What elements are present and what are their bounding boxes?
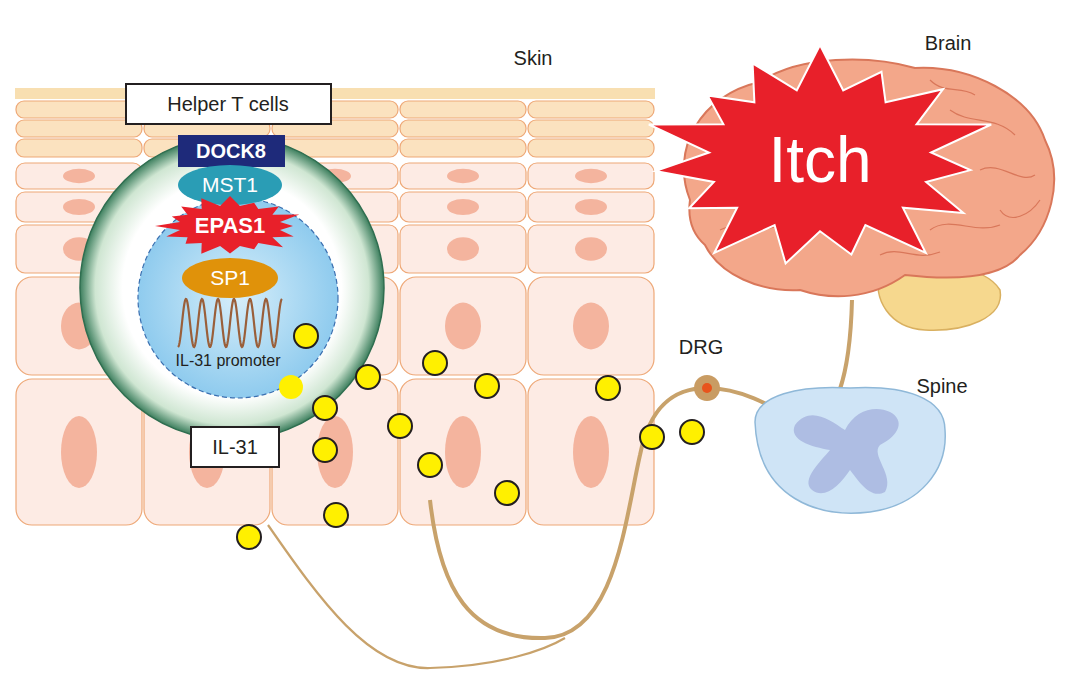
- part-label: DRG: [679, 336, 723, 358]
- skin-layers: [15, 88, 655, 525]
- corneocyte: [528, 139, 654, 157]
- part-label: IL-31 promoter: [176, 352, 281, 370]
- il31-molecule: [356, 365, 380, 389]
- node-text: MST1: [202, 173, 258, 196]
- drg-nucleus: [702, 383, 712, 393]
- drg-ganglion: [694, 375, 720, 401]
- il31-molecule: [640, 425, 664, 449]
- corneocyte: [16, 101, 142, 118]
- part-label: Brain: [925, 32, 972, 54]
- keratinocyte: [528, 225, 654, 273]
- corneocyte: [400, 120, 526, 137]
- il31-dots: [237, 324, 704, 549]
- cytokine-label-box: IL-31: [190, 426, 280, 468]
- il31-molecule: [475, 374, 499, 398]
- corneocyte: [16, 120, 142, 137]
- il31-molecule: [495, 481, 519, 505]
- il31-molecule: [294, 324, 318, 348]
- il31-molecule: [237, 525, 261, 549]
- node-text: SP1: [210, 266, 250, 289]
- cell-nucleus: [575, 237, 607, 260]
- protein-box: DOCK8: [178, 135, 285, 167]
- corneocyte: [400, 139, 526, 157]
- node-text: DOCK8: [196, 140, 266, 162]
- brain-fold: [930, 224, 1000, 230]
- keratinocyte: [528, 277, 654, 375]
- t-cell-body: [80, 136, 384, 440]
- cell-nucleus: [575, 169, 607, 183]
- cell-nucleus: [445, 303, 481, 350]
- keratinocyte: [400, 277, 526, 375]
- cell-nucleus: [63, 169, 95, 183]
- grey-matter: [794, 409, 899, 494]
- spinal-cord: [755, 387, 945, 513]
- cell-nucleus: [573, 416, 609, 488]
- node-text: IL-31: [212, 436, 258, 458]
- t-cell: [80, 136, 384, 440]
- il31-molecule: [324, 503, 348, 527]
- keratinocyte: [400, 163, 526, 189]
- keratinocyte: [400, 192, 526, 222]
- nerve-fiber: [268, 525, 565, 668]
- cell-label-box: Helper T cells: [125, 83, 332, 125]
- node-text: EPAS1: [195, 214, 266, 238]
- il31-molecule: [423, 351, 447, 375]
- cell-nucleus: [575, 199, 607, 215]
- corneocyte: [16, 139, 142, 157]
- node-text: Helper T cells: [167, 93, 289, 115]
- itch-starburst: Itch: [640, 45, 1000, 275]
- corneocyte: [528, 101, 654, 118]
- cell-nucleus: [447, 169, 479, 183]
- il31-molecule: [279, 375, 303, 399]
- cell-nucleus: [445, 416, 481, 488]
- il31-molecule: [313, 438, 337, 462]
- keratinocyte: [400, 379, 526, 525]
- brain-fold: [980, 168, 1035, 178]
- il31-molecule: [313, 396, 337, 420]
- keratinocyte: [400, 225, 526, 273]
- il31-molecule: [680, 420, 704, 444]
- corneocyte: [400, 101, 526, 118]
- corneocyte: [528, 120, 654, 137]
- keratinocyte: [16, 379, 142, 525]
- brain-fold: [880, 252, 940, 256]
- cell-nucleus: [447, 199, 479, 215]
- il31-molecule: [418, 453, 442, 477]
- part-label: Skin: [514, 47, 553, 69]
- keratinocyte: [528, 163, 654, 189]
- il31-molecule: [596, 376, 620, 400]
- keratinocyte: [528, 379, 654, 525]
- cell-nucleus: [447, 237, 479, 260]
- dna-promoter: [178, 299, 282, 347]
- cell-nucleus: [61, 416, 97, 488]
- keratinocyte: [528, 192, 654, 222]
- skin-surface: [15, 88, 655, 99]
- il31-molecule: [388, 414, 412, 438]
- protein-starburst: EPAS1: [155, 196, 305, 256]
- cell-nucleus: [573, 303, 609, 350]
- part-label: Spine: [916, 375, 967, 397]
- cell-nucleus: [63, 199, 95, 215]
- node-text: Itch: [768, 125, 871, 195]
- nerve-fiber: [430, 388, 795, 638]
- protein-ellipse: SP1: [182, 258, 278, 298]
- brain-fold: [1000, 200, 1040, 217]
